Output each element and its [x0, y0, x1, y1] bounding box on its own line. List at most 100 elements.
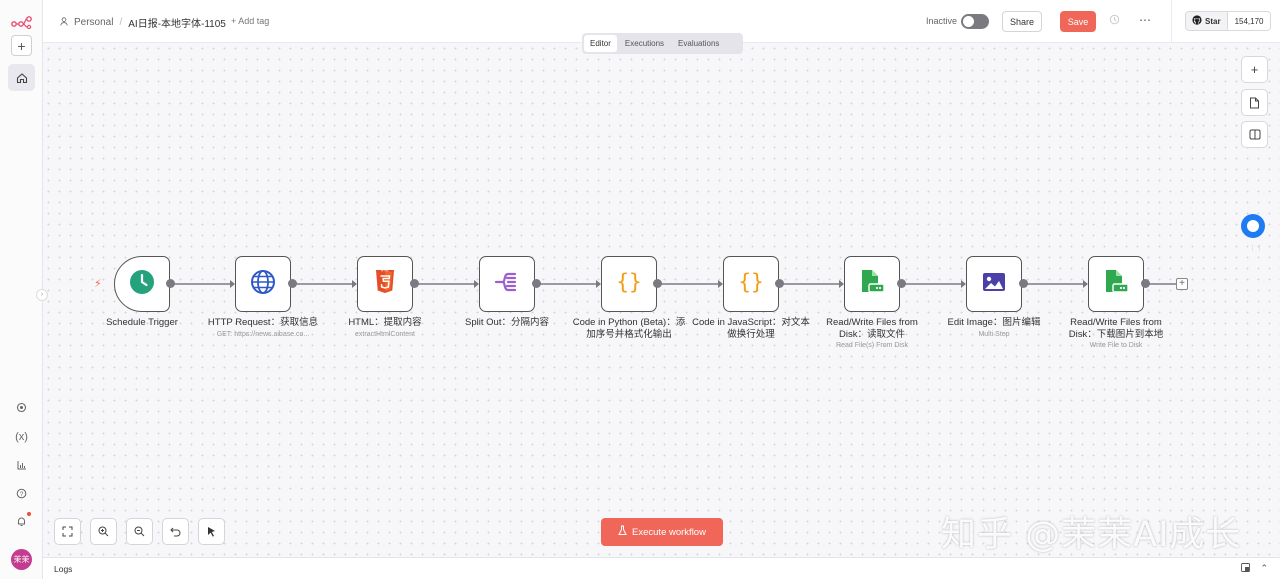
- history-icon[interactable]: [1107, 14, 1121, 28]
- watermark-text: 知乎 @茉茉AI成长: [941, 515, 1242, 555]
- node-write-files[interactable]: [1088, 256, 1144, 312]
- project-link[interactable]: Personal: [74, 17, 114, 28]
- ai-assistant-button[interactable]: [1241, 214, 1265, 238]
- node-edit-image[interactable]: [966, 256, 1022, 312]
- insights-icon[interactable]: [11, 454, 32, 475]
- pointer-tool-button[interactable]: [198, 518, 225, 545]
- fit-view-button[interactable]: [54, 518, 81, 545]
- github-star-button[interactable]: Star 154,170: [1185, 11, 1272, 31]
- node-split-out[interactable]: [479, 256, 535, 312]
- active-status-label: Inactive: [926, 16, 958, 26]
- output-handle[interactable]: [897, 279, 906, 288]
- connection-line: [414, 283, 478, 285]
- output-handle[interactable]: [288, 279, 297, 288]
- node-label: Schedule Trigger: [106, 317, 178, 328]
- help-icon[interactable]: ?: [11, 483, 32, 504]
- logs-actions: ⌃: [1241, 563, 1268, 574]
- input-handle[interactable]: [718, 280, 723, 288]
- node-code-javascript[interactable]: {}: [723, 256, 779, 312]
- output-handle[interactable]: [775, 279, 784, 288]
- add-node-button[interactable]: +: [1241, 56, 1268, 83]
- create-button[interactable]: +: [11, 35, 32, 56]
- left-sidebar: + (x) ? 茉茉: [0, 0, 43, 579]
- toggle-panel-button[interactable]: [1241, 121, 1268, 148]
- workflow-canvas[interactable]: [43, 43, 1280, 557]
- output-handle[interactable]: [1019, 279, 1028, 288]
- node-label: Code in JavaScript：对文本做换行处理: [692, 317, 810, 340]
- tab-evaluations[interactable]: Evaluations: [678, 39, 720, 48]
- connection-line: [292, 283, 356, 285]
- output-handle[interactable]: [410, 279, 419, 288]
- node-label: Split Out：分隔内容: [465, 317, 549, 328]
- variables-icon[interactable]: (x): [15, 430, 28, 443]
- node-sublabel: GET: https://news.aibase.co...: [216, 331, 310, 338]
- execute-workflow-button[interactable]: Execute workflow: [601, 518, 723, 546]
- more-options-icon[interactable]: ⋯: [1139, 13, 1152, 27]
- notification-dot: [27, 512, 31, 516]
- pop-out-icon[interactable]: [1241, 563, 1251, 574]
- home-icon[interactable]: [8, 64, 35, 91]
- add-tag-link[interactable]: + Add tag: [231, 16, 270, 26]
- user-icon: [60, 16, 68, 29]
- sticky-note-button[interactable]: [1241, 89, 1268, 116]
- templates-icon[interactable]: [11, 397, 32, 418]
- node-schedule-trigger[interactable]: [114, 256, 170, 312]
- svg-text:HTML: HTML: [381, 268, 389, 272]
- connection-line: [1023, 283, 1087, 285]
- node-label: Read/Write Files from Disk：下载图片到本地: [1068, 317, 1164, 340]
- clock-icon: [128, 268, 156, 301]
- zoom-out-button[interactable]: [126, 518, 153, 545]
- avatar[interactable]: 茉茉: [11, 549, 32, 570]
- svg-text:?: ?: [20, 491, 24, 498]
- tab-editor[interactable]: Editor: [584, 35, 617, 52]
- drag-grip-icon[interactable]: ⋮⋮: [1249, 245, 1263, 252]
- input-handle[interactable]: [474, 280, 479, 288]
- workflow-name[interactable]: AI日报-本地字体-1105: [128, 19, 226, 30]
- github-star-count: 154,170: [1227, 12, 1271, 30]
- zoom-in-button[interactable]: [90, 518, 117, 545]
- output-handle[interactable]: [653, 279, 662, 288]
- input-handle[interactable]: [839, 280, 844, 288]
- input-handle[interactable]: [352, 280, 357, 288]
- breadcrumb: Personal / AI日报-本地字体-1105: [60, 15, 226, 30]
- input-handle[interactable]: [596, 280, 601, 288]
- output-handle[interactable]: [1141, 279, 1150, 288]
- header-divider: [1171, 0, 1172, 43]
- logs-panel[interactable]: Logs ⌃: [43, 557, 1280, 579]
- file-disk-icon: [858, 268, 886, 301]
- image-icon: [980, 268, 1008, 301]
- share-button[interactable]: Share: [1002, 11, 1042, 32]
- expand-sidebar-handle[interactable]: ›: [36, 289, 48, 301]
- tab-executions[interactable]: Executions: [624, 39, 665, 48]
- connection-line: [1145, 283, 1177, 285]
- html5-icon: HTML: [371, 268, 399, 301]
- execute-workflow-label: Execute workflow: [632, 526, 706, 538]
- connection-line: [657, 283, 721, 285]
- node-code-python[interactable]: {}: [601, 256, 657, 312]
- node-label: HTML：提取内容: [348, 317, 422, 328]
- node-label: HTTP Request：获取信息: [207, 317, 319, 328]
- bell-icon[interactable]: [11, 511, 32, 532]
- svg-text:{}: {}: [738, 270, 763, 294]
- node-label: Edit Image：图片编辑: [947, 317, 1041, 328]
- save-button[interactable]: Save: [1060, 11, 1096, 32]
- output-handle[interactable]: [166, 279, 175, 288]
- node-sublabel: Write File to Disk: [1089, 342, 1143, 349]
- flask-icon: [618, 525, 627, 539]
- node-http-request[interactable]: [235, 256, 291, 312]
- github-star-label: Star: [1205, 16, 1221, 26]
- add-next-node-button[interactable]: +: [1176, 278, 1188, 290]
- breadcrumb-separator: /: [119, 17, 123, 28]
- node-sublabel: Multi Step: [978, 331, 1010, 338]
- n8n-logo-icon[interactable]: [8, 8, 35, 35]
- active-toggle[interactable]: [961, 14, 989, 29]
- node-read-files[interactable]: [844, 256, 900, 312]
- chevron-up-icon[interactable]: ⌃: [1260, 563, 1268, 573]
- input-handle[interactable]: [230, 280, 235, 288]
- output-handle[interactable]: [532, 279, 541, 288]
- node-html[interactable]: HTML: [357, 256, 413, 312]
- svg-text:{}: {}: [616, 270, 641, 294]
- input-handle[interactable]: [961, 280, 966, 288]
- undo-button[interactable]: [162, 518, 189, 545]
- input-handle[interactable]: [1083, 280, 1088, 288]
